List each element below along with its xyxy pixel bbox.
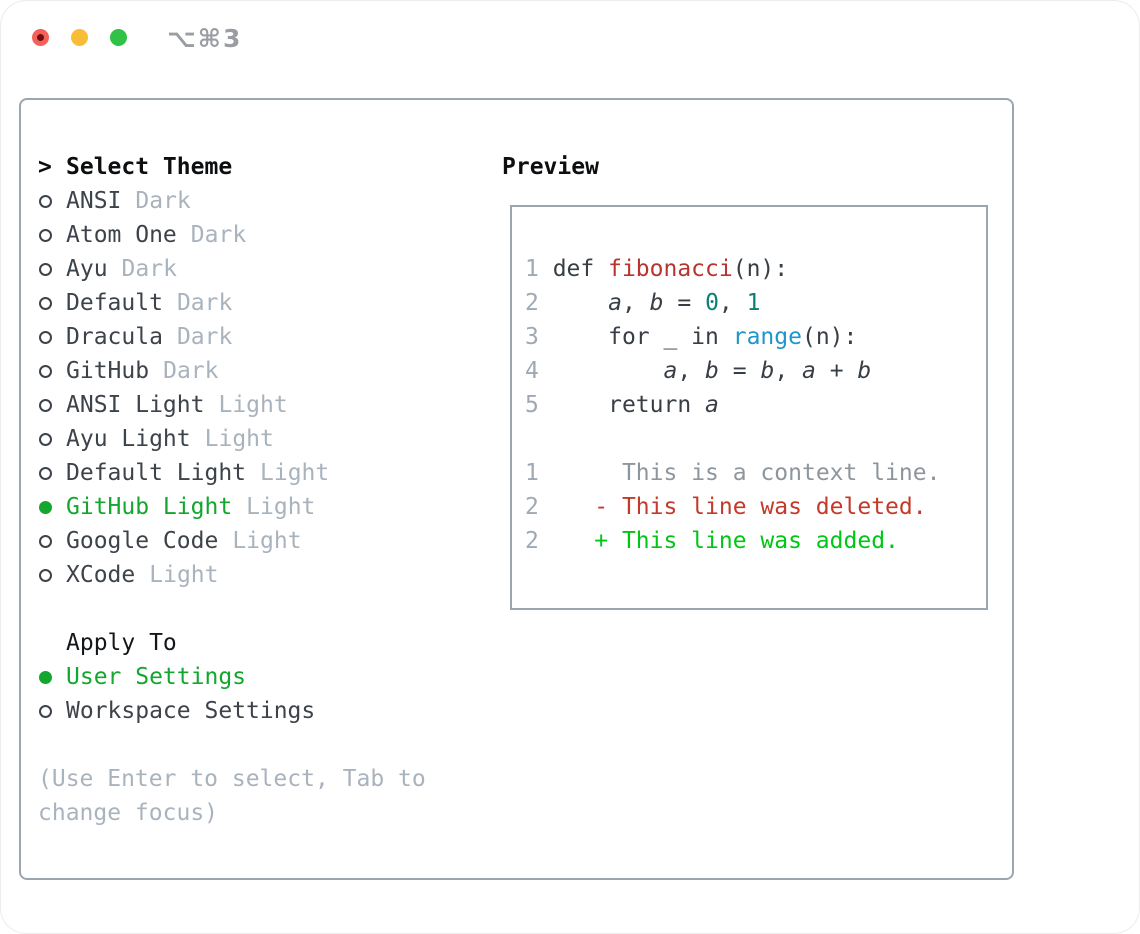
title-bar: ⌥⌘3 [0,0,1140,74]
option-variant-tag: Light [218,392,288,418]
option-label: XCode [66,562,136,588]
radio-unselected-icon [39,534,52,548]
option-variant-tag: Light [232,528,302,554]
radio-unselected-icon [39,432,52,446]
code-line: 2 a, b = 0, 1 [525,290,761,316]
code-line: 5 return a [525,392,719,418]
apply-to-heading-row: Apply To [38,626,426,660]
code-line: 1 This is a context line. [525,460,941,486]
radio-unselected-icon [39,364,52,378]
theme-option-ansi[interactable]: ANSI Dark [38,184,426,218]
apply-option-user-settings[interactable]: User Settings [38,660,426,694]
code-line [525,422,986,456]
radio-unselected-icon [39,466,52,480]
spacer [38,592,426,626]
theme-option-atom-one[interactable]: Atom One Dark [38,218,426,252]
preview-code-box: 1 def fibonacci(n): 2 a, b = 0, 1 3 for _ … [510,205,988,610]
radio-unselected-icon [39,262,52,276]
minimize-button-icon[interactable] [71,29,88,46]
option-label: Google Code [66,528,219,554]
option-label: Default [66,290,163,316]
apply-option-workspace-settings[interactable]: Workspace Settings [38,694,426,728]
preview-code: 1 def fibonacci(n): 2 a, b = 0, 1 3 for _ … [525,252,986,558]
radio-unselected-icon [39,194,52,208]
spacer [38,728,426,762]
radio-selected-icon [39,670,52,684]
option-variant-tag: Dark [176,324,233,350]
theme-option-github[interactable]: GitHub Dark [38,354,426,388]
option-label: Ayu [66,256,108,282]
theme-option-github-light[interactable]: GitHub Light Light [38,490,426,524]
footer-hint-line-1: (Use Enter to select, Tab to [38,766,426,792]
apply-to-heading: Apply To [66,630,177,656]
record-dot-icon [37,34,44,41]
preview-heading: Preview [502,154,599,180]
option-label: User Settings [66,664,247,690]
radio-unselected-icon [39,568,52,582]
option-label: ANSI [66,188,122,214]
radio-unselected-icon [39,704,52,718]
focus-caret-icon: > [38,154,52,180]
option-label: GitHub [66,358,150,384]
radio-unselected-icon [39,398,52,412]
option-variant-tag: Dark [190,222,247,248]
option-label: Dracula [66,324,163,350]
footer-hint-line-2: change focus) [38,800,219,826]
radio-unselected-icon [39,228,52,242]
code-line: 2 - This line was deleted. [525,494,927,520]
zoom-button-icon[interactable] [110,29,127,46]
option-variant-tag: Dark [176,290,233,316]
option-variant-tag: Dark [163,358,219,384]
select-theme-heading: Select Theme [66,154,233,180]
option-variant-tag: Light [246,494,316,520]
code-line: 3 for _ in range(n): [525,324,858,350]
option-variant-tag: Light [204,426,274,452]
close-button-icon[interactable] [32,29,49,46]
select-theme-heading-row: > Select Theme [38,150,426,184]
theme-option-dracula[interactable]: Dracula Dark [38,320,426,354]
radio-unselected-icon [39,330,52,344]
code-line: 1 def fibonacci(n): [525,256,789,282]
theme-option-default-light[interactable]: Default Light Light [38,456,426,490]
option-label: Default Light [66,460,247,486]
theme-option-xcode[interactable]: XCode Light [38,558,426,592]
code-line: 2 + This line was added. [525,528,899,554]
option-label: ANSI Light [66,392,205,418]
option-label: GitHub Light [66,494,233,520]
option-variant-tag: Dark [135,188,191,214]
theme-option-google-code[interactable]: Google Code Light [38,524,426,558]
option-variant-tag: Light [149,562,219,588]
theme-option-ayu-light[interactable]: Ayu Light Light [38,422,426,456]
window-title: ⌥⌘3 [167,24,243,53]
radio-selected-icon [39,500,52,514]
code-line: 4 a, b = b, a + b [525,358,872,384]
option-label: Ayu Light [66,426,191,452]
theme-option-default[interactable]: Default Dark [38,286,426,320]
theme-option-ayu[interactable]: Ayu Dark [38,252,426,286]
option-variant-tag: Light [260,460,330,486]
option-variant-tag: Dark [121,256,177,282]
option-label: Atom One [66,222,177,248]
radio-unselected-icon [39,296,52,310]
option-label: Workspace Settings [66,698,316,724]
theme-option-ansi-light[interactable]: ANSI Light Light [38,388,426,422]
